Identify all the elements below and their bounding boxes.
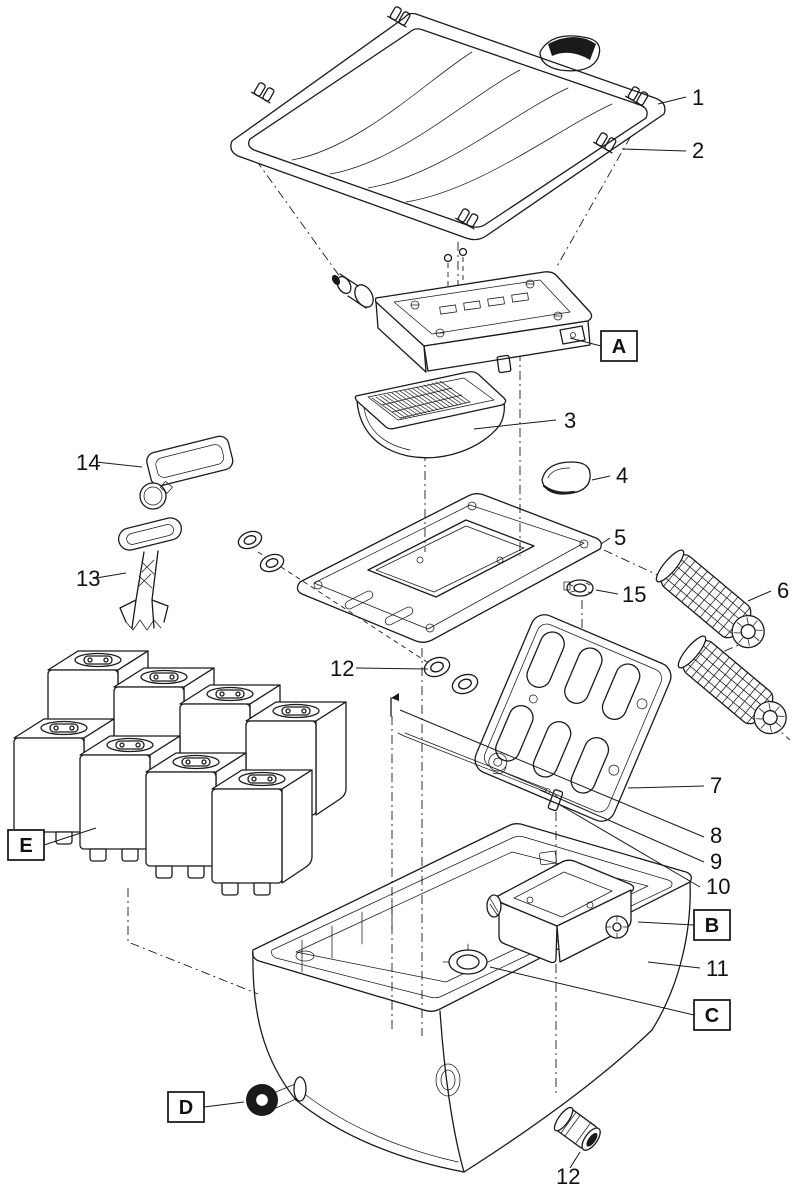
callouts: 1 2 3 4 5 6 7 8 9 10 11 12 12 13 14 15: [76, 85, 789, 1189]
handle-scoop-part: [541, 461, 591, 495]
bottom-drain-opening: [442, 943, 488, 975]
lid-handle: [539, 35, 601, 72]
callout-11: 11: [706, 956, 729, 981]
callout-leaders: [43, 96, 772, 1169]
pin-part-8: [390, 693, 399, 717]
svg-text:E: E: [19, 835, 32, 857]
callout-7: 7: [710, 773, 722, 798]
filter-tubes-part: [651, 546, 794, 744]
svg-text:A: A: [612, 336, 626, 358]
grommet-part: [563, 579, 594, 597]
container-part: [251, 823, 692, 1173]
construction-lines: [127, 119, 791, 1096]
callout-6: 6: [777, 578, 789, 603]
callout-A: A: [600, 330, 638, 362]
seal-rings-part: [237, 530, 479, 695]
drain-tap-part: [246, 1076, 307, 1116]
svg-text:D: D: [179, 1097, 193, 1119]
separator-grid-part: [474, 614, 672, 822]
boxed-callouts: A B C D E: [7, 330, 731, 1123]
callout-12b: 12: [556, 1164, 580, 1189]
callout-1: 1: [692, 85, 704, 110]
callout-4: 4: [616, 463, 628, 488]
callout-C: C: [693, 999, 731, 1031]
mesh-hatch: [371, 380, 471, 420]
callout-8: 8: [710, 823, 722, 848]
callout-10: 10: [706, 874, 730, 899]
outlet-unit-part: [486, 850, 635, 964]
hose-connector-part: [553, 1106, 601, 1151]
callout-14: 14: [76, 450, 100, 475]
support-frame-part: [296, 493, 602, 643]
callout-D: D: [167, 1091, 205, 1123]
callout-3: 3: [564, 408, 576, 433]
clamp-part: [139, 435, 234, 510]
uvc-rotor-cylinder: [331, 273, 374, 309]
callout-5: 5: [614, 525, 626, 550]
callout-13: 13: [76, 566, 100, 591]
callout-B: B: [693, 909, 731, 941]
uvc-unit-part: [331, 247, 593, 374]
svg-text:C: C: [705, 1005, 719, 1027]
filter-foam-set: [13, 650, 347, 896]
svg-text:B: B: [705, 915, 719, 937]
callout-2: 2: [692, 138, 704, 163]
callout-15: 15: [622, 582, 646, 607]
debris-basket-part: [354, 371, 507, 459]
callout-9: 9: [710, 849, 722, 874]
cleaning-handle-part: [117, 517, 183, 631]
lid-part: [230, 4, 666, 241]
callout-12: 12: [330, 656, 354, 681]
grid-spring: [488, 752, 508, 775]
callout-E: E: [7, 829, 45, 861]
